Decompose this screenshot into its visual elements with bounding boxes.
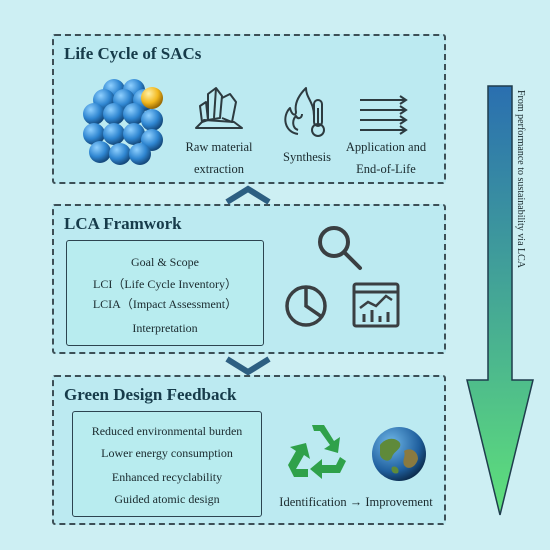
- identification-caption: Identification → Improvement: [279, 495, 433, 509]
- stage-application: Application and End-of-Life: [345, 140, 427, 176]
- benefit-energy: Lower energy consumption: [101, 446, 233, 460]
- life-cycle-title: Life Cycle of SACs: [64, 44, 202, 63]
- benefit-burden: Reduced environmental burden: [91, 424, 243, 438]
- flame-thermometer-icon: [284, 87, 325, 137]
- earth-icon: [372, 427, 426, 481]
- green-benefits-box: Reduced environmental burden Lower energ…: [72, 411, 262, 517]
- recycle-icon: [288, 425, 346, 479]
- side-label: From performance to sustainability via L…: [515, 90, 526, 269]
- lca-step-interpretation: Interpretation: [132, 321, 198, 335]
- stage-raw-material: Raw material extraction: [185, 140, 253, 176]
- lca-title: LCA Framwork: [64, 214, 182, 233]
- magnifier-icon: [318, 226, 362, 270]
- flow-arrows-icon: [360, 95, 408, 135]
- lca-step-goal: Goal & Scope: [131, 255, 199, 269]
- life-cycle-panel: Life Cycle of SACs: [52, 34, 446, 184]
- lca-panel: LCA Framwork Goal & Scope LCI（Life Cycle…: [52, 204, 446, 354]
- lca-step-lci: LCI（Life Cycle Inventory）: [93, 277, 237, 291]
- green-design-panel: Green Design Feedback Reduced environmen…: [52, 375, 446, 525]
- chevron-down-icon: [225, 356, 271, 376]
- benefit-recyclability: Enhanced recyclability: [111, 470, 223, 484]
- crystal-icon: [195, 87, 243, 129]
- green-design-title: Green Design Feedback: [64, 385, 237, 404]
- chevron-up-icon: [225, 185, 271, 205]
- lca-step-lcia: LCIA（Impact Assessment）: [92, 297, 238, 311]
- benefit-atomic-design: Guided atomic design: [114, 492, 220, 506]
- pie-chart-icon: [285, 285, 327, 327]
- stage-synthesis: Synthesis: [283, 150, 331, 164]
- atom-cluster-icon: [83, 79, 163, 165]
- dashboard-icon: [352, 282, 400, 328]
- lca-steps-box: Goal & Scope LCI（Life Cycle Inventory） L…: [66, 240, 264, 346]
